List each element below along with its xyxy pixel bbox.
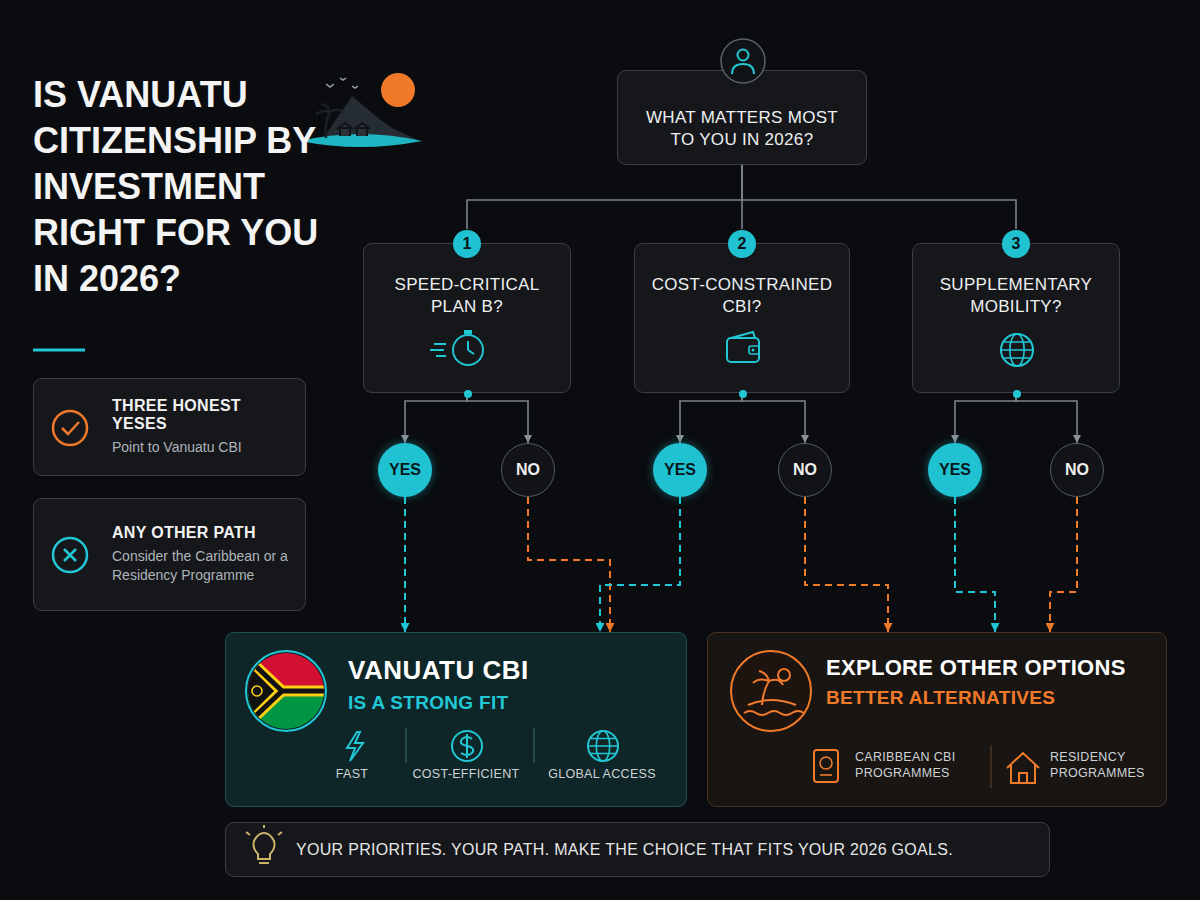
result-heading: VANUATU CBI bbox=[348, 655, 672, 686]
answer-arrow bbox=[1016, 393, 1077, 443]
question-box: 2COST-CONSTRAINED CBI? bbox=[634, 243, 850, 393]
answer-arrow bbox=[467, 393, 528, 443]
yes-circle: YES bbox=[378, 443, 432, 497]
node-icon bbox=[34, 379, 305, 475]
no-answer: NO bbox=[793, 461, 817, 479]
outcome-arrow bbox=[528, 497, 610, 632]
yes-answer: YES bbox=[664, 461, 696, 479]
yes-circle: YES bbox=[928, 443, 982, 497]
outcome-arrow bbox=[805, 497, 888, 632]
feature-label: GLOBAL ACCESS bbox=[537, 766, 667, 782]
feature-label: COST-EFFICIENT bbox=[401, 766, 531, 782]
question-text: COST-CONSTRAINED CBI? bbox=[647, 274, 837, 318]
question-text: SPEED-CRITICAL PLAN B? bbox=[376, 274, 558, 318]
alternatives-box: EXPLORE OTHER OPTIONS BETTER ALTERNATIVES bbox=[707, 632, 1167, 807]
alternatives-subheading: BETTER ALTERNATIVES bbox=[826, 687, 1152, 709]
closing-message: YOUR PRIORITIES. YOUR PATH. MAKE THE CHO… bbox=[296, 841, 1035, 859]
no-circle: NO bbox=[778, 443, 832, 497]
summary-note: Consider the Caribbean or a Residency Pr… bbox=[112, 547, 293, 585]
outcome-arrow bbox=[955, 497, 995, 632]
outcome-arrow bbox=[1050, 497, 1077, 632]
node-icon bbox=[364, 244, 570, 392]
answer-arrow bbox=[955, 393, 1016, 443]
step-number: 2 bbox=[728, 230, 756, 258]
outcome-arrow bbox=[404, 497, 406, 632]
no-circle: NO bbox=[1050, 443, 1104, 497]
no-circle: NO bbox=[501, 443, 555, 497]
start-question: WHAT MATTERS MOST TO YOU IN 2026? bbox=[632, 107, 852, 151]
node-icon bbox=[913, 244, 1119, 392]
closing-bar: YOUR PRIORITIES. YOUR PATH. MAKE THE CHO… bbox=[225, 822, 1050, 877]
answer-arrow bbox=[680, 393, 742, 443]
summary-note: Point to Vanuatu CBI bbox=[112, 438, 293, 457]
yes-answer: YES bbox=[389, 461, 421, 479]
question-box: 1SPEED-CRITICAL PLAN B? bbox=[363, 243, 571, 393]
answer-arrow bbox=[742, 393, 805, 443]
accent-bar bbox=[33, 349, 85, 352]
island-illustration bbox=[300, 73, 422, 147]
feature-label: RESIDENCY PROGRAMMES bbox=[1050, 749, 1155, 781]
no-answer: NO bbox=[1065, 461, 1089, 479]
alternatives-heading: EXPLORE OTHER OPTIONS bbox=[826, 655, 1152, 681]
feature-label: CARIBBEAN CBI PROGRAMMES bbox=[855, 749, 980, 781]
branch-line bbox=[742, 165, 1016, 229]
result-subheading: IS A STRONG FIT bbox=[348, 692, 672, 714]
yes-answer: YES bbox=[939, 461, 971, 479]
feature-label: FAST bbox=[302, 766, 402, 782]
node-icon bbox=[635, 244, 849, 392]
title-heading: IS VANUATU CITIZENSHIP BY INVESTMENT RIG… bbox=[33, 72, 333, 302]
question-text: SUPPLEMENTARY MOBILITY? bbox=[925, 274, 1107, 318]
no-answer: NO bbox=[516, 461, 540, 479]
summary-heading: THREE HONEST YESES bbox=[112, 397, 293, 433]
summary-heading: ANY OTHER PATH bbox=[112, 524, 293, 542]
summary-box: ANY OTHER PATH Consider the Caribbean or … bbox=[33, 498, 306, 611]
question-box: 3SUPPLEMENTARY MOBILITY? bbox=[912, 243, 1120, 393]
outcome-arrow bbox=[600, 497, 680, 632]
step-number: 1 bbox=[453, 230, 481, 258]
answer-arrow bbox=[405, 393, 467, 443]
step-number: 3 bbox=[1002, 230, 1030, 258]
branch-line bbox=[467, 165, 742, 229]
start-box: WHAT MATTERS MOST TO YOU IN 2026? bbox=[617, 70, 867, 165]
summary-box: THREE HONEST YESES Point to Vanuatu CBI bbox=[33, 378, 306, 476]
yes-circle: YES bbox=[653, 443, 707, 497]
